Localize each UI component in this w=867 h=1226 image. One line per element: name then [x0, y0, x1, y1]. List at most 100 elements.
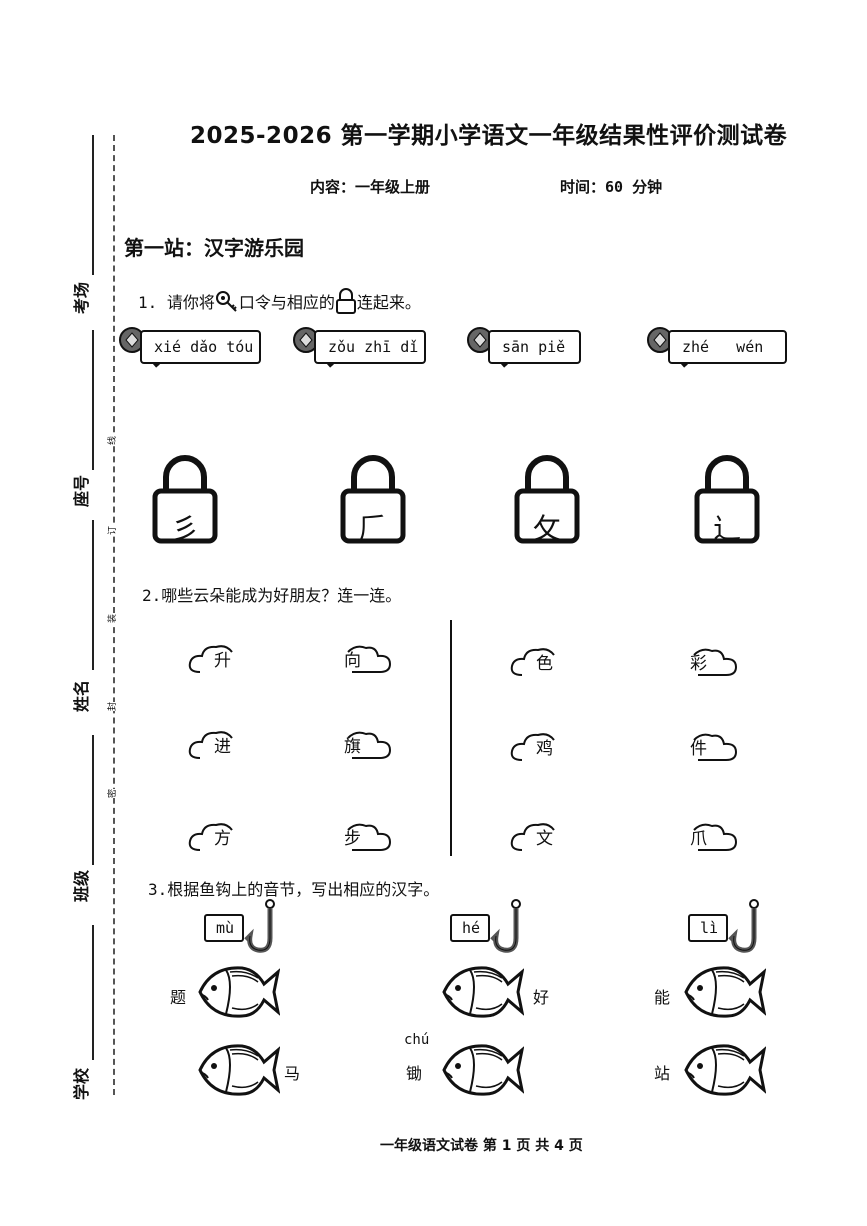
school-line[interactable] — [92, 925, 94, 1060]
cloud-char: 鸡 — [536, 739, 553, 759]
binding-mark: 装 — [103, 613, 121, 624]
binding-mark: 密 — [103, 788, 121, 799]
name-line[interactable] — [92, 520, 94, 670]
class-label: 班级 — [72, 869, 91, 902]
key-pinyin: zhé wén — [668, 330, 788, 364]
password-key[interactable]: xié dǎo tóu — [118, 322, 268, 372]
cloud-char: 旗 — [344, 737, 361, 757]
lock-stroke-char: 𠂆 — [358, 512, 387, 545]
lock[interactable]: 𠂆 — [340, 455, 406, 545]
cloud-char: 方 — [214, 829, 231, 849]
cloud-icon — [510, 648, 555, 676]
fish[interactable] — [196, 960, 281, 1024]
cloud-item[interactable]: 色 — [508, 645, 580, 679]
password-key[interactable]: sān piě — [466, 322, 616, 372]
hint-pinyin: chú — [404, 1032, 430, 1048]
cloud-item[interactable]: 爪 — [668, 820, 740, 854]
hook-icon — [490, 899, 521, 953]
cloud-char: 色 — [536, 654, 553, 674]
cloud-item[interactable]: 鸡 — [508, 730, 580, 764]
exam-room-line[interactable] — [92, 135, 94, 275]
question-2-prompt: 2.哪些云朵能成为好朋友？连一连。 — [142, 586, 402, 605]
fish-char: 站 — [654, 1064, 671, 1083]
cloud-char: 爪 — [690, 829, 707, 849]
cloud-icon — [510, 733, 555, 761]
exam-room-label: 考场 — [72, 281, 91, 314]
content-info: 内容：一年级上册 — [310, 178, 431, 196]
lock[interactable]: 彡 — [152, 455, 218, 545]
lock[interactable]: 辶 — [694, 455, 760, 545]
binding-mark: 订 — [103, 525, 121, 536]
lock-stroke-char: 攵 — [532, 512, 561, 545]
exam-title: 2025-2026 第一学期小学语文一年级结果性评价测试卷 — [190, 123, 788, 149]
fish-icon — [442, 1044, 525, 1096]
hook-pinyin: mù — [204, 914, 245, 942]
cloud-char: 进 — [214, 737, 231, 757]
lock-icon — [340, 455, 406, 544]
cloud-item[interactable]: 彩 — [668, 645, 740, 679]
password-key[interactable]: zǒu zhī dǐ — [292, 322, 442, 372]
cloud-char: 文 — [536, 829, 553, 849]
lock-icon — [335, 288, 356, 314]
fish-icon — [198, 966, 281, 1018]
fish-char: 题 — [170, 988, 187, 1007]
binding-mark: 线 — [103, 435, 121, 446]
cloud-item[interactable]: 进 — [186, 728, 258, 762]
question-1-prompt: 1. 请你将口令与相应的连起来。 — [138, 288, 421, 314]
fish[interactable] — [440, 1038, 525, 1102]
hook-icon — [728, 899, 759, 953]
cloud-item[interactable]: 向 — [322, 642, 394, 676]
fish-icon — [684, 1044, 767, 1096]
lock-stroke-char: 彡 — [170, 512, 199, 545]
section-heading: 第一站：汉字游乐园 — [124, 236, 304, 260]
cloud-icon — [347, 823, 392, 851]
lock-stroke-char: 辶 — [712, 512, 741, 545]
cloud-char: 向 — [344, 651, 361, 671]
cloud-char: 升 — [214, 651, 231, 671]
cloud-icon — [188, 823, 233, 851]
fish-hook[interactable]: lì — [688, 899, 778, 960]
cloud-item[interactable]: 旗 — [322, 728, 394, 762]
cloud-item[interactable]: 文 — [508, 820, 580, 854]
fish-hook[interactable]: mù — [204, 899, 294, 960]
cloud-item[interactable]: 方 — [186, 820, 258, 854]
fish-char: 能 — [654, 988, 671, 1007]
cloud-icon — [347, 645, 392, 673]
fish-char: 锄 — [406, 1064, 423, 1083]
lock-icon — [152, 455, 218, 544]
lock[interactable]: 攵 — [514, 455, 580, 545]
cloud-item[interactable]: 升 — [186, 642, 258, 676]
cloud-icon — [188, 645, 233, 673]
cloud-item[interactable]: 件 — [668, 730, 740, 764]
binding-mark: 封 — [103, 701, 121, 712]
fish-char: 马 — [284, 1064, 301, 1083]
password-key[interactable]: zhé wén — [646, 322, 806, 372]
lock-icon — [694, 455, 760, 544]
fish[interactable] — [440, 960, 525, 1024]
cloud-icon — [510, 823, 555, 851]
hook-pinyin: hé — [450, 914, 491, 942]
seat-number-label: 座号 — [72, 474, 91, 507]
key-pinyin: sān piě — [488, 330, 582, 364]
time-info: 时间：60 分钟 — [560, 178, 663, 196]
hook-pinyin: lì — [688, 914, 729, 942]
cloud-char: 件 — [690, 739, 707, 759]
key-icon — [215, 291, 237, 312]
seat-number-line[interactable] — [92, 330, 94, 470]
fish-icon — [442, 966, 525, 1018]
cloud-item[interactable]: 步 — [322, 820, 394, 854]
fish-hook[interactable]: hé — [450, 899, 540, 960]
page-footer: 一年级语文试卷 第 1 页 共 4 页 — [380, 1138, 583, 1154]
fish[interactable] — [682, 960, 767, 1024]
cloud-char: 彩 — [690, 654, 707, 674]
class-line[interactable] — [92, 735, 94, 865]
fish[interactable] — [196, 1038, 281, 1102]
lock-icon — [514, 455, 580, 544]
cloud-icon — [693, 823, 738, 851]
cloud-icon — [693, 733, 738, 761]
fish-char: 好 — [533, 988, 550, 1007]
name-label: 姓名 — [72, 679, 91, 712]
fish-icon — [684, 966, 767, 1018]
fish[interactable] — [682, 1038, 767, 1102]
cloud-icon — [693, 648, 738, 676]
